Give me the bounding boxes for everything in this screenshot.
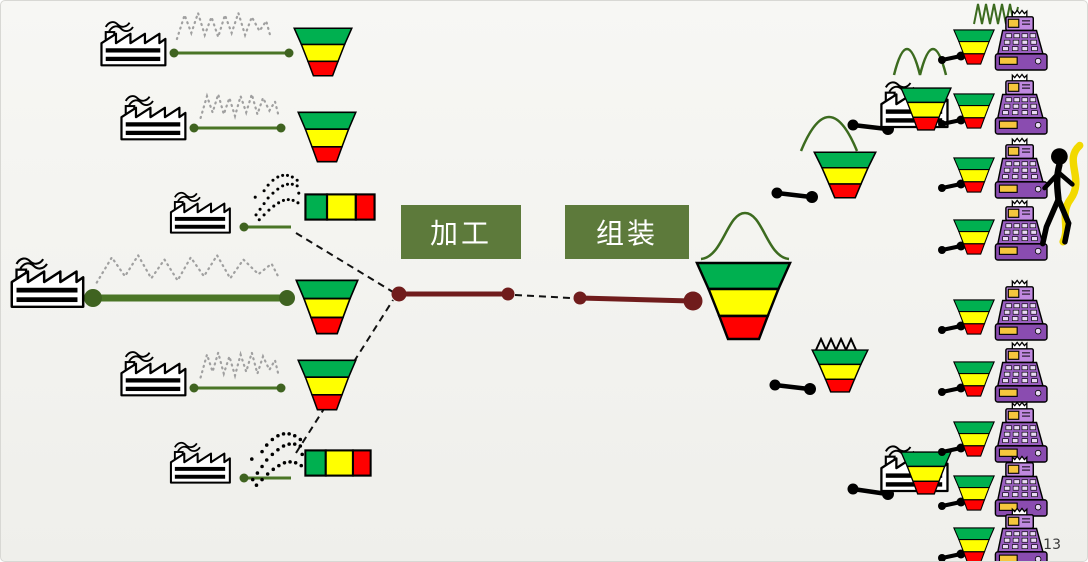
arc-curve-icon [799, 115, 859, 153]
store-funnel-icon [953, 93, 995, 129]
demand-signal-icon [175, 11, 271, 41]
process-chain [391, 286, 703, 311]
main-inventory-funnel-icon [695, 261, 792, 341]
scatter-dots-icon [253, 173, 301, 222]
store-funnel-icon [953, 157, 995, 193]
supply-link-1 [169, 48, 294, 58]
cash-register-icon [994, 9, 1048, 71]
cash-register-icon [994, 73, 1048, 135]
factory-icon [169, 191, 231, 234]
store-funnel-icon [953, 299, 995, 335]
cash-register-icon [994, 341, 1048, 403]
store-funnel-icon [953, 361, 995, 397]
distribution-link-3 [769, 379, 816, 395]
converge-dashed-top [295, 232, 394, 293]
stage-processing-box: 加工 [401, 205, 521, 259]
stage-processing-label: 加工 [429, 217, 492, 250]
supply-link-2 [189, 123, 286, 133]
supply-link-3 [239, 222, 291, 232]
factory-icon [100, 21, 167, 67]
store-funnel-icon [953, 219, 995, 255]
scatter-dots-icon [250, 432, 304, 487]
store-funnel-icon [953, 29, 995, 65]
store-row [937, 135, 1087, 205]
cash-register-icon [994, 279, 1048, 341]
store-row [937, 399, 1087, 469]
inventory-funnel-icon [295, 279, 359, 335]
demand-signal-icon [93, 247, 281, 293]
store-funnel-icon [953, 421, 995, 457]
distribution-link-2 [771, 187, 818, 203]
store-row [937, 197, 1087, 267]
factory-icon [120, 351, 187, 397]
factory-icon [10, 257, 85, 309]
demand-signal-icon [199, 93, 279, 119]
stage-assembly-label: 组装 [595, 217, 658, 250]
inventory-bar-icon [304, 193, 376, 221]
store-funnel-icon [953, 527, 995, 561]
link-dumbbell-icon [938, 549, 966, 561]
inventory-funnel-icon [293, 27, 353, 77]
inventory-funnel-icon [297, 111, 357, 163]
inventory-bar-icon [304, 449, 372, 477]
person-icon [1039, 139, 1088, 251]
inventory-funnel-icon [297, 359, 357, 411]
inventory-funnel-icon [813, 151, 877, 199]
supply-link-6 [239, 473, 291, 483]
store-row [937, 277, 1087, 347]
store-row [937, 453, 1087, 523]
inventory-funnel-icon [811, 349, 869, 393]
store-row [937, 71, 1087, 141]
store-row [937, 339, 1087, 409]
store-row [937, 7, 1087, 77]
supply-link-5 [189, 383, 286, 393]
stage-assembly-box: 组装 [565, 205, 689, 259]
cash-register-icon [994, 507, 1048, 561]
page-number: 13 [1043, 537, 1061, 553]
supply-link-4 [84, 289, 295, 307]
store-row [937, 505, 1087, 561]
factory-icon [120, 95, 187, 141]
bell-curve-icon [699, 211, 791, 261]
link-dumbbell-icon [938, 179, 966, 192]
factory-icon [169, 441, 231, 484]
demand-signal-icon [199, 351, 279, 379]
